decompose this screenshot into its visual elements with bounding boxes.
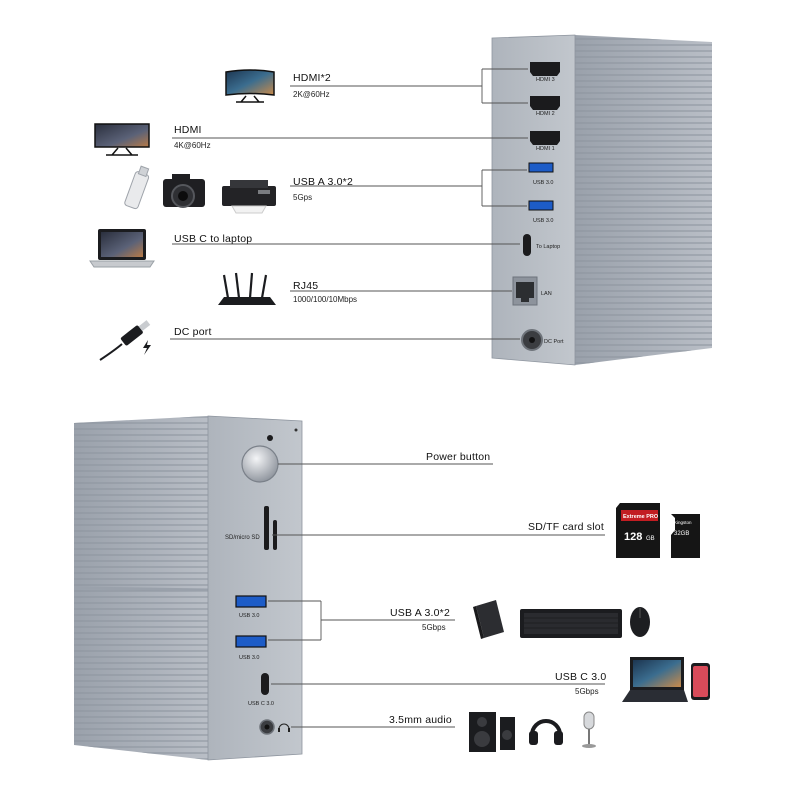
usb-c-front-port: USB C 3.0 — [248, 673, 274, 707]
sd-card-unit: GB — [646, 536, 655, 542]
callout-usba-rear-label: USB A 3.0*2 — [293, 176, 353, 188]
hub-front-panel — [207, 415, 303, 761]
hdmi-2-port: HDMI 2 — [530, 96, 560, 117]
callout-usba-front-sub: 5Gbps — [422, 623, 446, 632]
camera-icon — [163, 174, 205, 208]
usb-c-laptop-port: To Laptop — [523, 234, 560, 256]
callout-audio-label: 3.5mm audio — [389, 714, 452, 726]
callout-power-label: Power button — [426, 451, 491, 463]
usb-a-rear-port-2-label: USB 3.0 — [533, 218, 553, 224]
hub-front: SD/micro SD USB 3.0 USB 3.0 USB C 3.0 — [73, 415, 303, 761]
lan-port-label: LAN — [541, 291, 552, 297]
usb-a-front-port-1-label: USB 3.0 — [239, 613, 259, 619]
phone-icon — [691, 663, 710, 700]
usb-a-front-port-2: USB 3.0 — [235, 635, 267, 661]
usb-flash-drive-icon — [124, 165, 150, 210]
hdmi-1-port: HDMI 1 — [530, 131, 560, 152]
usb-a-rear-port-1-label: USB 3.0 — [533, 180, 553, 186]
hard-drive-icon — [473, 600, 504, 639]
mouse-icon — [630, 607, 650, 637]
callout-rj45-sub: 1000/100/10Mbps — [293, 295, 358, 304]
headphones-icon — [529, 719, 563, 745]
dc-port-label: DC Port — [544, 339, 564, 345]
printer-icon — [222, 180, 276, 214]
callout-hdmi-sub: 4K@60Hz — [174, 141, 211, 150]
microsd-capacity: 32GB — [674, 531, 689, 537]
callout-rj45-label: RJ45 — [293, 280, 319, 292]
hdmi-3-port-label: HDMI 3 — [536, 77, 555, 83]
hdmi-3-port: HDMI 3 — [530, 62, 560, 83]
lightning-icon — [143, 340, 151, 355]
usb-a-rear-port-1: USB 3.0 — [528, 162, 554, 186]
hub-rear: HDMI 3 HDMI 2 HDMI 1 USB 3.0 USB 3.0 To … — [491, 34, 712, 366]
callout-hdmi2-label: HDMI*2 — [293, 72, 331, 84]
callout-hdmi-label: HDMI — [174, 124, 202, 136]
hub-rear-panel — [491, 34, 576, 366]
callout-usbc-front-label: USB C 3.0 — [555, 671, 607, 683]
microphone-icon — [582, 711, 596, 748]
tablet-icon — [622, 657, 688, 702]
callout-usbc-laptop-label: USB C to laptop — [174, 233, 253, 245]
dc-port: DC Port — [521, 329, 564, 351]
callout-sd-label: SD/TF card slot — [528, 521, 604, 533]
bottom-callout-lines — [268, 463, 605, 728]
headphone-jack-icon — [259, 719, 290, 735]
callout-usba-front-label: USB A 3.0*2 — [390, 607, 450, 619]
callout-dc-label: DC port — [174, 326, 212, 338]
usb-a-front-port-2-label: USB 3.0 — [239, 655, 259, 661]
sd-card-icon: Extreme PRO 128 GB — [616, 503, 660, 558]
top-callout-lines — [170, 68, 528, 340]
sd-card-brand: Extreme PRO — [623, 514, 659, 520]
keyboard-icon — [520, 609, 622, 638]
usb-c-front-port-label: USB C 3.0 — [248, 701, 274, 707]
callout-hdmi2-sub: 2K@60Hz — [293, 90, 330, 99]
monitor-icon — [94, 123, 150, 156]
callout-usbc-front-sub: 5Gbps — [575, 687, 599, 696]
lan-port: LAN — [512, 276, 552, 306]
sd-slot-label: SD/micro SD — [225, 535, 260, 541]
router-icon — [218, 272, 276, 305]
sd-card-capacity: 128 — [624, 531, 642, 543]
usb-a-rear-port-2: USB 3.0 — [528, 200, 554, 224]
laptop-icon — [89, 229, 155, 268]
hdmi-1-port-label: HDMI 1 — [536, 146, 555, 152]
usb-a-front-port-1: USB 3.0 — [235, 595, 267, 619]
callout-usba-rear-sub: 5Gps — [293, 193, 313, 202]
microsd-card-icon: Kingston 32GB — [671, 514, 700, 558]
microsd-brand: Kingston — [674, 520, 692, 525]
speaker-icon — [469, 712, 515, 752]
hdmi-2-port-label: HDMI 2 — [536, 111, 555, 117]
dc-cable-icon — [99, 320, 151, 361]
monitor-icon — [225, 69, 275, 103]
usb-c-laptop-port-label: To Laptop — [536, 244, 560, 250]
